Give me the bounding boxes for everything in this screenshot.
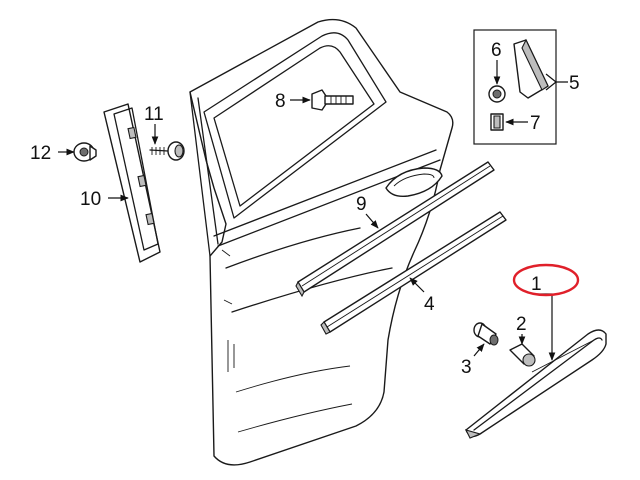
callout-4: 4: [424, 294, 435, 315]
leader-lines: [58, 60, 568, 361]
pillar-applique: [103, 103, 161, 263]
belt-weatherstrip: [295, 161, 495, 298]
callout-8: 8: [275, 91, 286, 112]
retainer-pin: [473, 322, 499, 346]
callout-1: 1: [531, 274, 542, 295]
callout-2: 2: [516, 314, 527, 335]
callout-9: 9: [356, 194, 367, 215]
callout-10: 10: [80, 189, 101, 210]
callout-6: 6: [491, 40, 502, 61]
callout-3: 3: [461, 357, 472, 378]
rear-door-shell: [189, 18, 454, 466]
molding-clip: [509, 343, 536, 367]
highlight-ellipse: [512, 263, 580, 297]
clip-inset-box: [473, 29, 557, 145]
bolt-part: [311, 89, 354, 111]
grommet-part: [73, 142, 97, 162]
screw-part: [149, 141, 185, 161]
callout-12: 12: [30, 143, 51, 164]
callout-5: 5: [569, 73, 580, 94]
door-side-molding: [464, 329, 607, 439]
callout-11: 11: [144, 104, 164, 125]
callout-7: 7: [530, 113, 541, 134]
lower-door-molding: [320, 211, 507, 335]
